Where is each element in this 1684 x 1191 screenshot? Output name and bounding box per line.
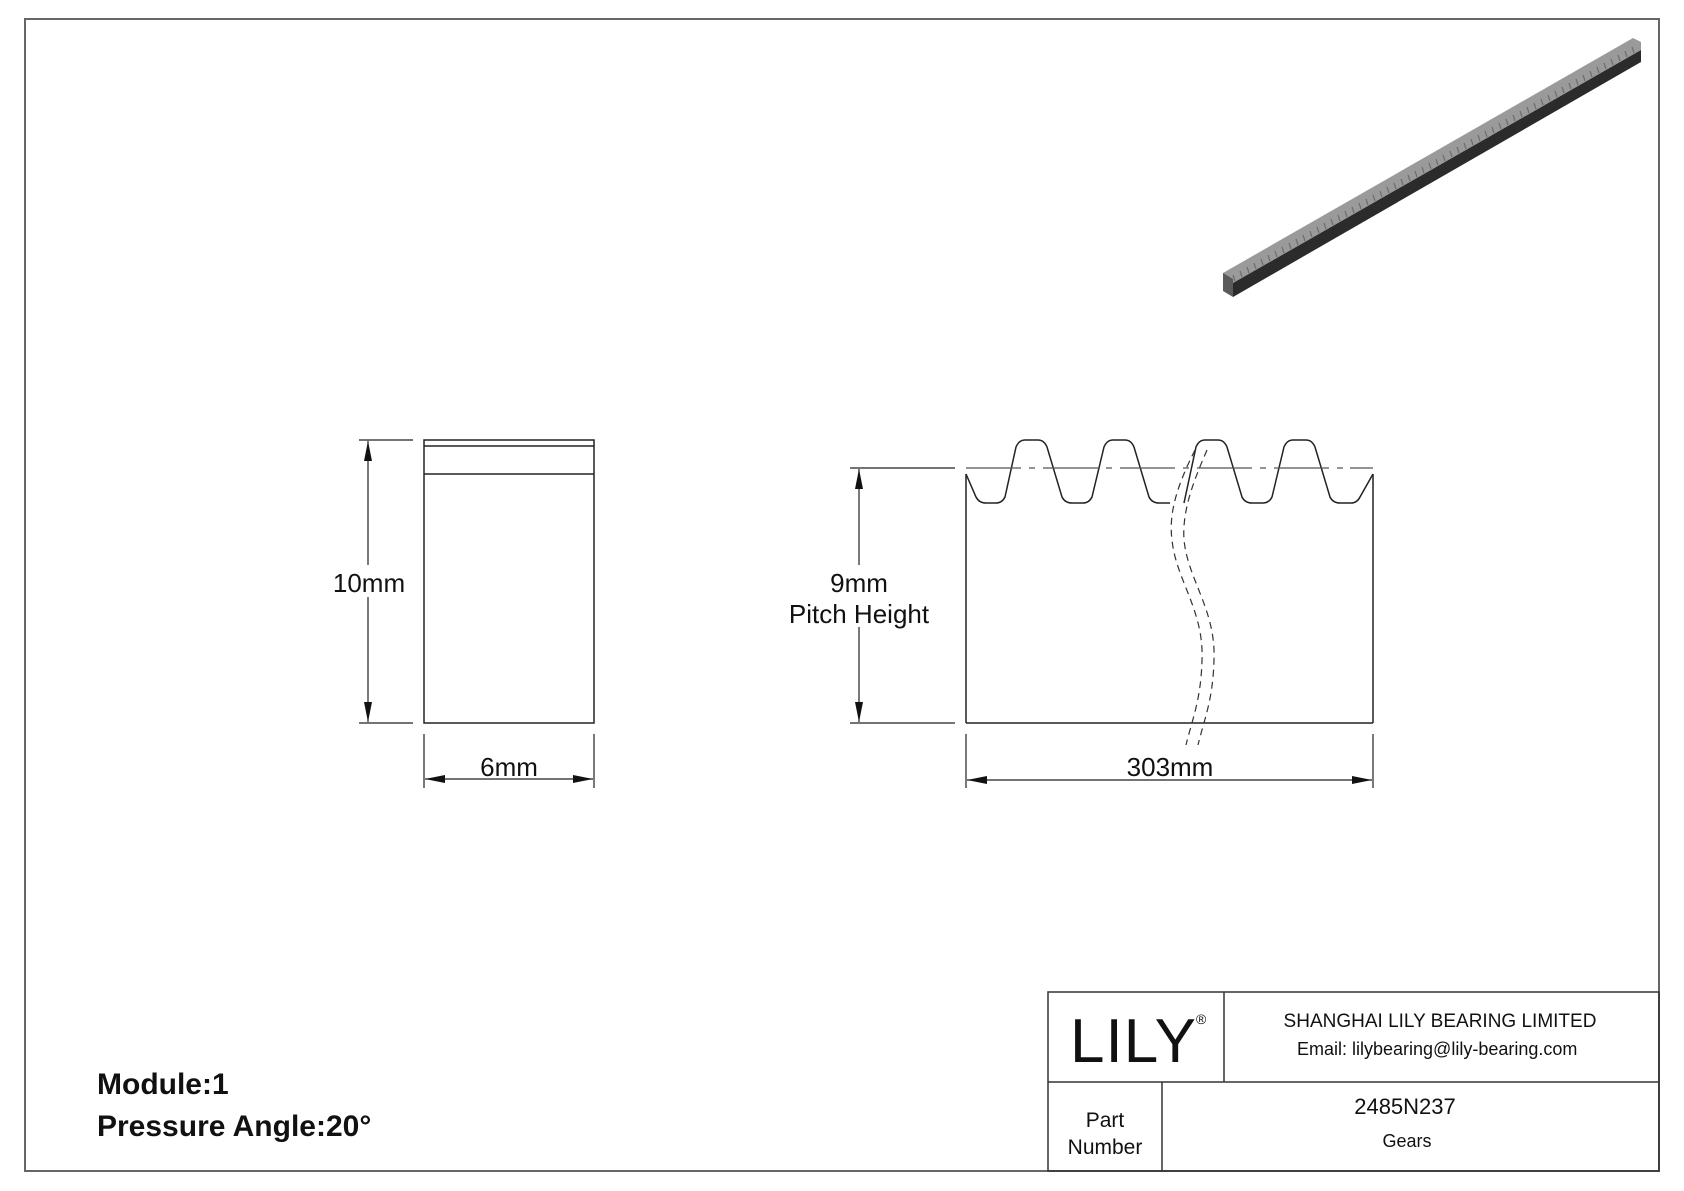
sheet-border (24, 18, 1660, 1172)
company-email: Email: lilybearing@lily-bearing.com (1297, 1039, 1578, 1059)
part-number-label: Part Number (1068, 1107, 1143, 1162)
side-width-label: 6mm (480, 752, 538, 782)
side-height-dimension (359, 439, 413, 724)
break-lines (1170, 449, 1215, 746)
title-block-grid (1047, 991, 1660, 1172)
company-logo: LILY (1070, 1007, 1197, 1076)
pitch-height-caption: Pitch Height (788, 599, 930, 629)
part-number: 2485N237 (1354, 1094, 1456, 1119)
pressure-angle-spec: Pressure Angle:20° (97, 1110, 372, 1143)
side-view (423, 439, 595, 724)
front-view (965, 439, 1374, 724)
length-label: 303mm (1126, 752, 1214, 782)
part-label-line2: Number (1067, 1136, 1143, 1160)
module-spec: Module:1 (97, 1068, 229, 1101)
pitch-height-value: 9mm (830, 568, 888, 598)
length-dimension (965, 734, 1374, 788)
part-label-line1: Part (1085, 1109, 1125, 1132)
side-height-label: 10mm (330, 568, 408, 598)
registered-mark-icon: ® (1196, 1011, 1207, 1027)
side-width-dimension (423, 734, 595, 788)
company-name: SHANGHAI LILY BEARING LIMITED (1283, 1011, 1597, 1032)
isometric-rack (1223, 38, 1641, 297)
pitch-height-dimension (850, 467, 955, 724)
part-category: Gears (1382, 1131, 1432, 1151)
